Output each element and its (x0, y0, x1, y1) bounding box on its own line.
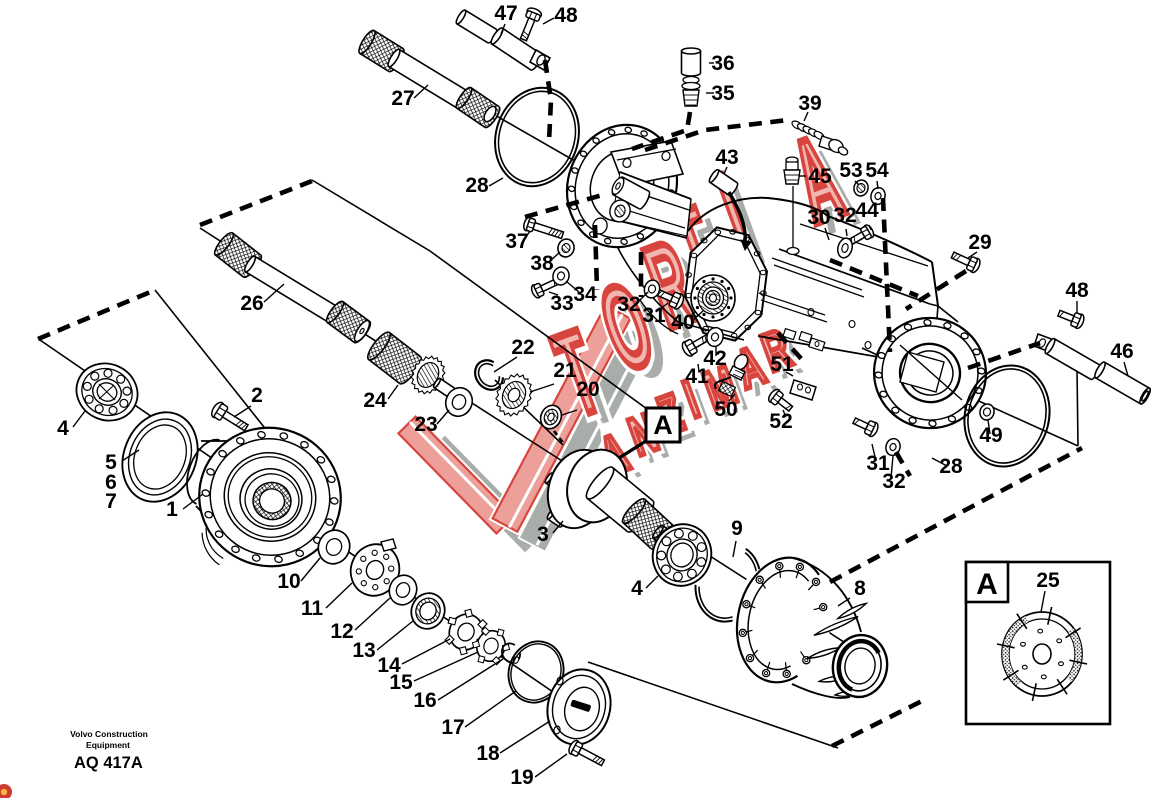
svg-text:37: 37 (505, 230, 528, 253)
svg-text:19: 19 (510, 766, 533, 789)
svg-text:49: 49 (979, 424, 1002, 447)
svg-text:54: 54 (865, 159, 889, 182)
svg-text:29: 29 (968, 231, 991, 254)
svg-text:5: 5 (105, 451, 117, 474)
svg-text:32: 32 (617, 293, 640, 316)
svg-text:48: 48 (1065, 279, 1089, 302)
svg-text:28: 28 (939, 455, 963, 478)
svg-text:52: 52 (769, 410, 792, 433)
svg-text:44: 44 (855, 199, 879, 222)
svg-text:31: 31 (866, 452, 890, 475)
svg-text:12: 12 (330, 620, 353, 643)
svg-text:45: 45 (808, 165, 832, 188)
svg-text:13: 13 (352, 639, 375, 662)
svg-text:18: 18 (476, 742, 500, 765)
svg-text:27: 27 (391, 87, 414, 110)
svg-text:42: 42 (703, 347, 726, 370)
svg-text:32: 32 (833, 204, 856, 227)
svg-text:26: 26 (240, 292, 263, 315)
svg-text:22: 22 (511, 336, 534, 359)
svg-text:14: 14 (377, 654, 401, 677)
svg-text:23: 23 (414, 413, 437, 436)
svg-text:51: 51 (770, 353, 794, 376)
svg-text:34: 34 (573, 283, 597, 306)
svg-text:8: 8 (854, 577, 866, 600)
svg-text:50: 50 (714, 398, 737, 421)
svg-text:30: 30 (807, 206, 830, 229)
svg-text:4: 4 (57, 417, 69, 440)
svg-text:43: 43 (715, 146, 738, 169)
svg-text:A: A (976, 568, 998, 601)
svg-text:28: 28 (465, 174, 489, 197)
svg-text:2: 2 (251, 384, 263, 407)
svg-text:1: 1 (166, 498, 178, 521)
svg-text:53: 53 (839, 159, 862, 182)
svg-text:40: 40 (671, 311, 694, 334)
svg-text:Volvo Construction: Volvo Construction (70, 729, 148, 739)
svg-text:A: A (653, 410, 673, 440)
svg-text:9: 9 (731, 517, 743, 540)
svg-text:21: 21 (553, 359, 577, 382)
svg-text:25: 25 (1036, 569, 1060, 592)
svg-text:33: 33 (550, 292, 573, 315)
svg-text:41: 41 (685, 365, 709, 388)
svg-text:Equipment: Equipment (86, 740, 130, 750)
svg-text:3: 3 (537, 523, 549, 546)
svg-text:36: 36 (711, 52, 734, 75)
svg-text:47: 47 (494, 2, 517, 25)
svg-text:16: 16 (413, 689, 436, 712)
svg-text:39: 39 (798, 92, 821, 115)
svg-text:32: 32 (882, 470, 905, 493)
svg-text:48: 48 (554, 4, 578, 27)
svg-text:4: 4 (631, 577, 643, 600)
svg-text:38: 38 (530, 252, 554, 275)
svg-text:35: 35 (711, 82, 735, 105)
svg-text:17: 17 (441, 716, 464, 739)
svg-text:20: 20 (576, 378, 599, 401)
svg-text:7: 7 (105, 490, 117, 513)
svg-text:AQ 417A: AQ 417A (74, 754, 143, 772)
svg-text:11: 11 (301, 597, 324, 620)
svg-text:10: 10 (277, 570, 300, 593)
svg-text:24: 24 (363, 389, 387, 412)
svg-text:6: 6 (105, 471, 117, 494)
svg-text:46: 46 (1110, 340, 1133, 363)
svg-text:15: 15 (389, 671, 413, 694)
